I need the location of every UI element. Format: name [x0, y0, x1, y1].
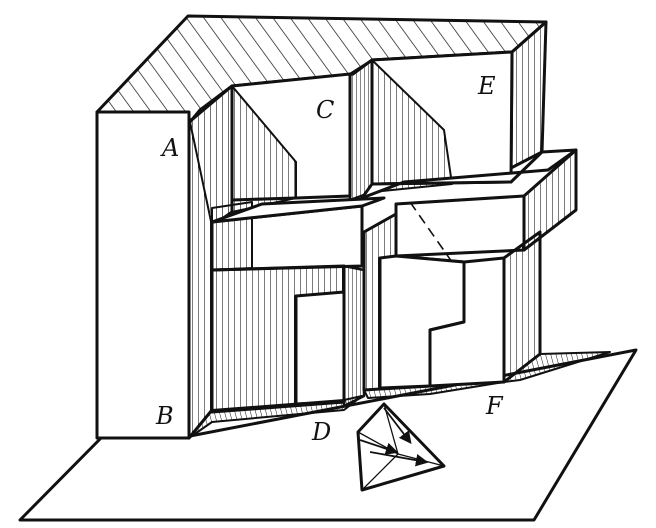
lower-right-base-strip — [363, 381, 505, 399]
light-ray-arrow-2 — [383, 407, 412, 445]
light-ray-arrow-3 — [369, 451, 429, 467]
right-slab-end — [522, 148, 578, 252]
label-d: D — [311, 418, 331, 446]
lower-left-column — [342, 264, 366, 408]
label-b: B — [155, 402, 174, 430]
lower-left-opening — [294, 290, 346, 406]
middle-slab-top — [210, 196, 386, 224]
label-f: F — [485, 392, 504, 420]
light-direction-pyramid — [356, 402, 446, 492]
label-c: C — [316, 96, 334, 124]
lower-right-floor-shadow — [503, 351, 611, 383]
right-slab-top — [360, 148, 578, 200]
label-e: E — [477, 72, 496, 100]
box-c-right-wall — [348, 58, 374, 202]
lower-left-floor — [188, 395, 363, 439]
right-slab-front — [394, 194, 526, 258]
light-ray-arrow-1 — [359, 439, 399, 455]
pillar-front-face — [95, 110, 191, 440]
label-a: A — [160, 134, 179, 162]
hidden-edge-dashed — [409, 201, 453, 263]
